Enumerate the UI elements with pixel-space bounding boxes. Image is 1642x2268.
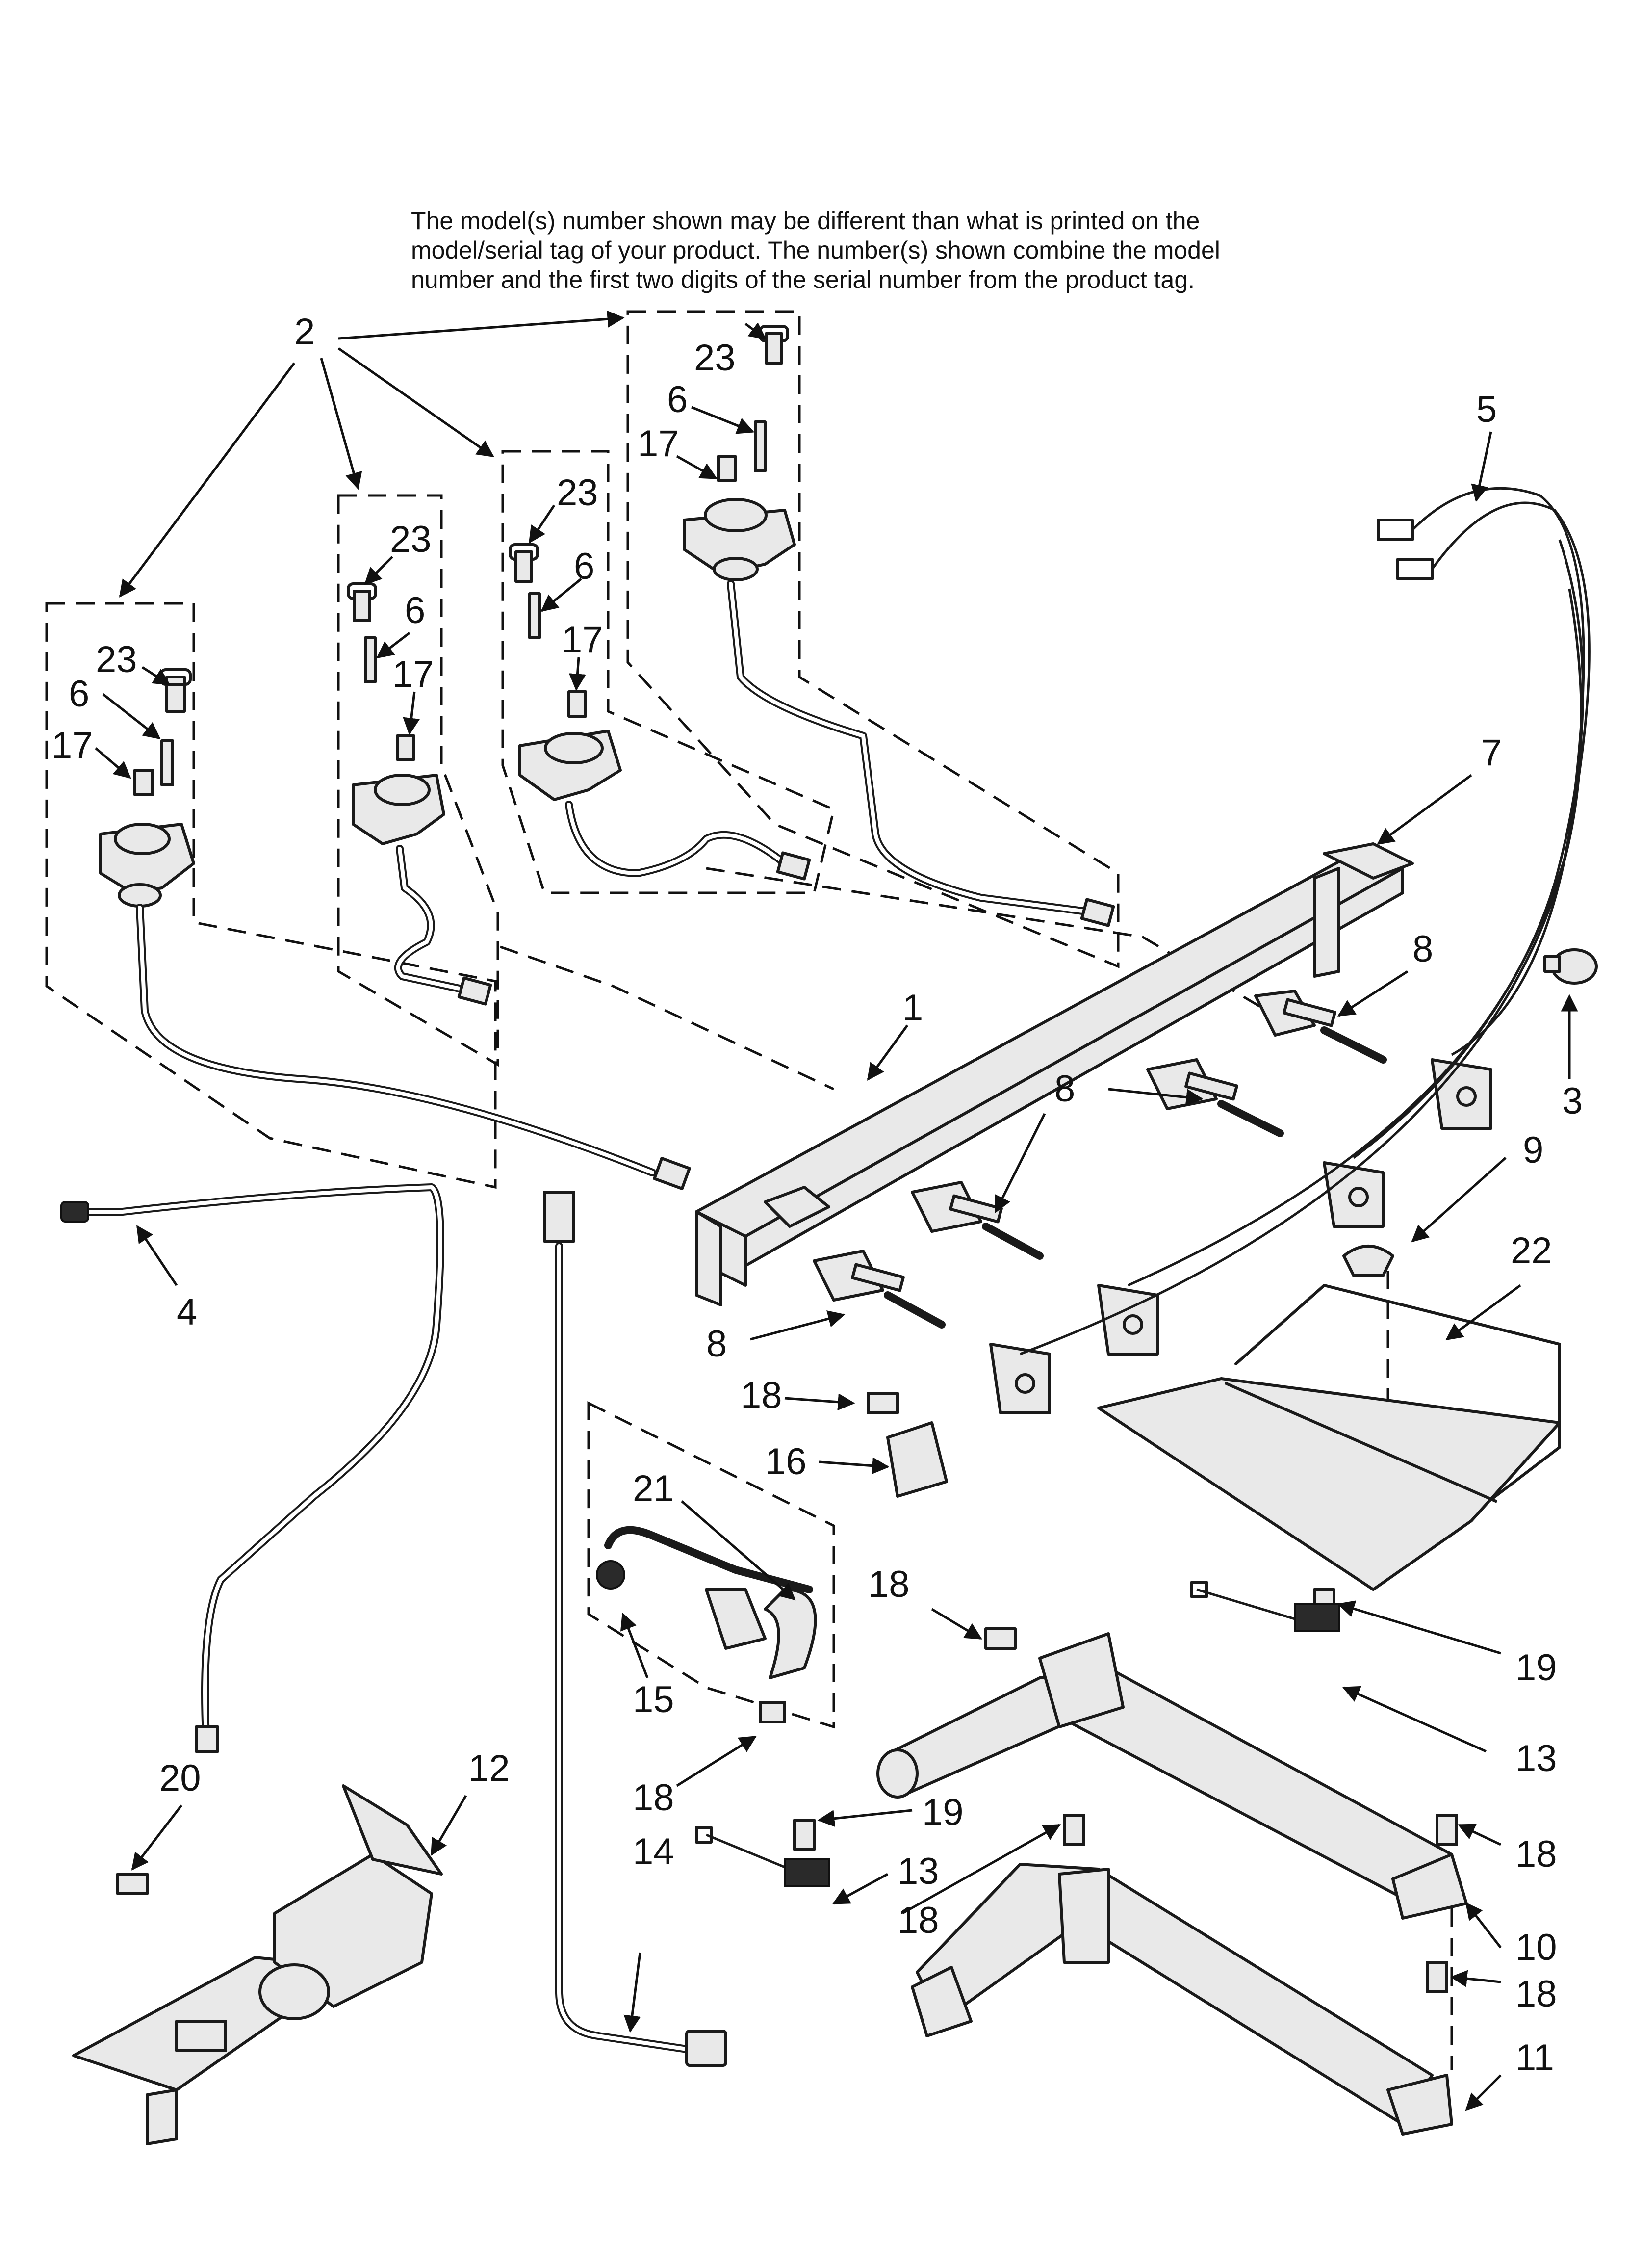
callout-6-group-4: 6	[667, 379, 688, 420]
valve-assembly-4	[683, 325, 1115, 927]
burner-tube-11	[911, 1863, 1453, 2136]
callout-23-group-2: 23	[390, 519, 432, 560]
pilot-tube-4	[60, 1183, 444, 1753]
screw-18-b	[984, 1627, 1017, 1650]
callout-labels: 2 23 6 17 23 6 17 23 6 17 23 6 17 5 7 8 …	[51, 311, 1583, 2079]
callout-6-group-1: 6	[69, 673, 89, 715]
callout-8-lower: 8	[706, 1323, 727, 1365]
callout-7: 7	[1481, 732, 1502, 774]
group-outline-burner-2	[337, 494, 499, 1067]
callout-5: 5	[1476, 389, 1497, 430]
group-outline-burner-3	[501, 450, 835, 894]
callout-8-upper: 8	[1412, 928, 1433, 970]
callout-18-f: 18	[1515, 1973, 1557, 2015]
group-outline-burner-4	[626, 310, 1120, 968]
callout-17-group-4: 17	[638, 423, 679, 465]
screw-18-a	[867, 1392, 899, 1414]
callout-23-group-4: 23	[694, 337, 736, 379]
igniters	[695, 1581, 1340, 1887]
callout-14: 14	[633, 1831, 674, 1873]
note-line-2: model/serial tag of your product. The nu…	[411, 236, 1220, 264]
valve-assembly-1	[99, 668, 691, 1190]
callout-17-group-1: 17	[51, 725, 93, 766]
callout-13-b: 13	[898, 1851, 939, 1892]
gas-valve-regulator-12	[72, 1784, 443, 2145]
callout-8-middle: 8	[1054, 1068, 1075, 1110]
note-line-1: The model(s) number shown may be differe…	[411, 207, 1200, 235]
dashed-connector-1	[500, 945, 835, 1091]
callout-19-b: 19	[922, 1792, 964, 1833]
callout-23-group-3: 23	[557, 472, 598, 514]
callout-15: 15	[633, 1679, 674, 1721]
valve-8-lower-left	[813, 1250, 1051, 1414]
main-gas-tube-14	[543, 1191, 727, 2067]
callout-21: 21	[633, 1468, 674, 1510]
screw-20	[116, 1873, 149, 1895]
orifice-17	[133, 769, 154, 796]
wire-harness	[1020, 487, 1591, 1356]
leader-arrows	[95, 310, 1578, 2111]
callout-18-b: 18	[868, 1564, 910, 1605]
burner-cup	[114, 823, 171, 855]
callout-12: 12	[468, 1747, 510, 1789]
callout-17-group-3: 17	[562, 619, 603, 661]
harness-connector-2	[1396, 558, 1434, 580]
harness-connector-1	[1377, 519, 1414, 541]
callout-11: 11	[1515, 2037, 1554, 2079]
callout-13-a: 13	[1515, 1738, 1557, 1779]
igniter-13-a	[1294, 1603, 1340, 1632]
callout-17-group-2: 17	[392, 653, 434, 695]
callout-19-a: 19	[1515, 1647, 1557, 1689]
valve-8-lower-right	[911, 1181, 1159, 1356]
callout-2: 2	[294, 311, 315, 353]
callout-4: 4	[177, 1291, 197, 1333]
callout-10: 10	[1515, 1927, 1557, 1968]
callout-18-d: 18	[1515, 1833, 1557, 1875]
wing-nut-9	[1342, 1245, 1394, 1277]
manifold-rail	[695, 842, 1414, 1306]
callout-18-c: 18	[633, 1777, 674, 1819]
igniter-13-b	[784, 1858, 830, 1887]
gas-valves	[813, 990, 1492, 1414]
model-number-note: The model(s) number shown may be differe…	[411, 206, 1490, 294]
callout-6-group-3: 6	[574, 546, 594, 587]
screw-18-f	[1426, 1961, 1448, 1993]
valve-8-upper	[1254, 990, 1492, 1130]
callout-3: 3	[1562, 1080, 1583, 1122]
screw-19-b	[793, 1819, 816, 1851]
screw-23	[165, 676, 186, 713]
callout-16: 16	[765, 1441, 807, 1483]
callout-23-group-1: 23	[96, 639, 137, 680]
tube-fitting	[653, 1157, 691, 1190]
screw-18-e	[1436, 1814, 1458, 1846]
callout-6-group-2: 6	[405, 590, 425, 631]
burner-tube-10	[876, 1632, 1468, 1920]
knob-3	[1543, 948, 1598, 985]
screw-18-d	[1063, 1814, 1085, 1846]
valve-assembly-2	[347, 582, 492, 1006]
note-line-3: number and the first two digits of the s…	[411, 266, 1195, 293]
elbow-21	[596, 1526, 817, 1679]
callout-9: 9	[1523, 1129, 1543, 1171]
callout-18-e: 18	[898, 1900, 939, 1941]
callout-22: 22	[1511, 1230, 1552, 1272]
screw-18-c	[759, 1701, 786, 1723]
bracket-16	[886, 1421, 948, 1498]
callout-1: 1	[902, 987, 923, 1029]
callout-20: 20	[159, 1757, 201, 1799]
burner-ring	[118, 883, 162, 908]
gas-tube	[136, 904, 656, 1176]
electrode-6	[160, 739, 174, 786]
callout-18-a: 18	[741, 1375, 782, 1416]
valve-assembly-3	[509, 543, 811, 881]
heat-shield-22	[1097, 1284, 1561, 1591]
valve-8-middle	[1146, 1058, 1385, 1228]
